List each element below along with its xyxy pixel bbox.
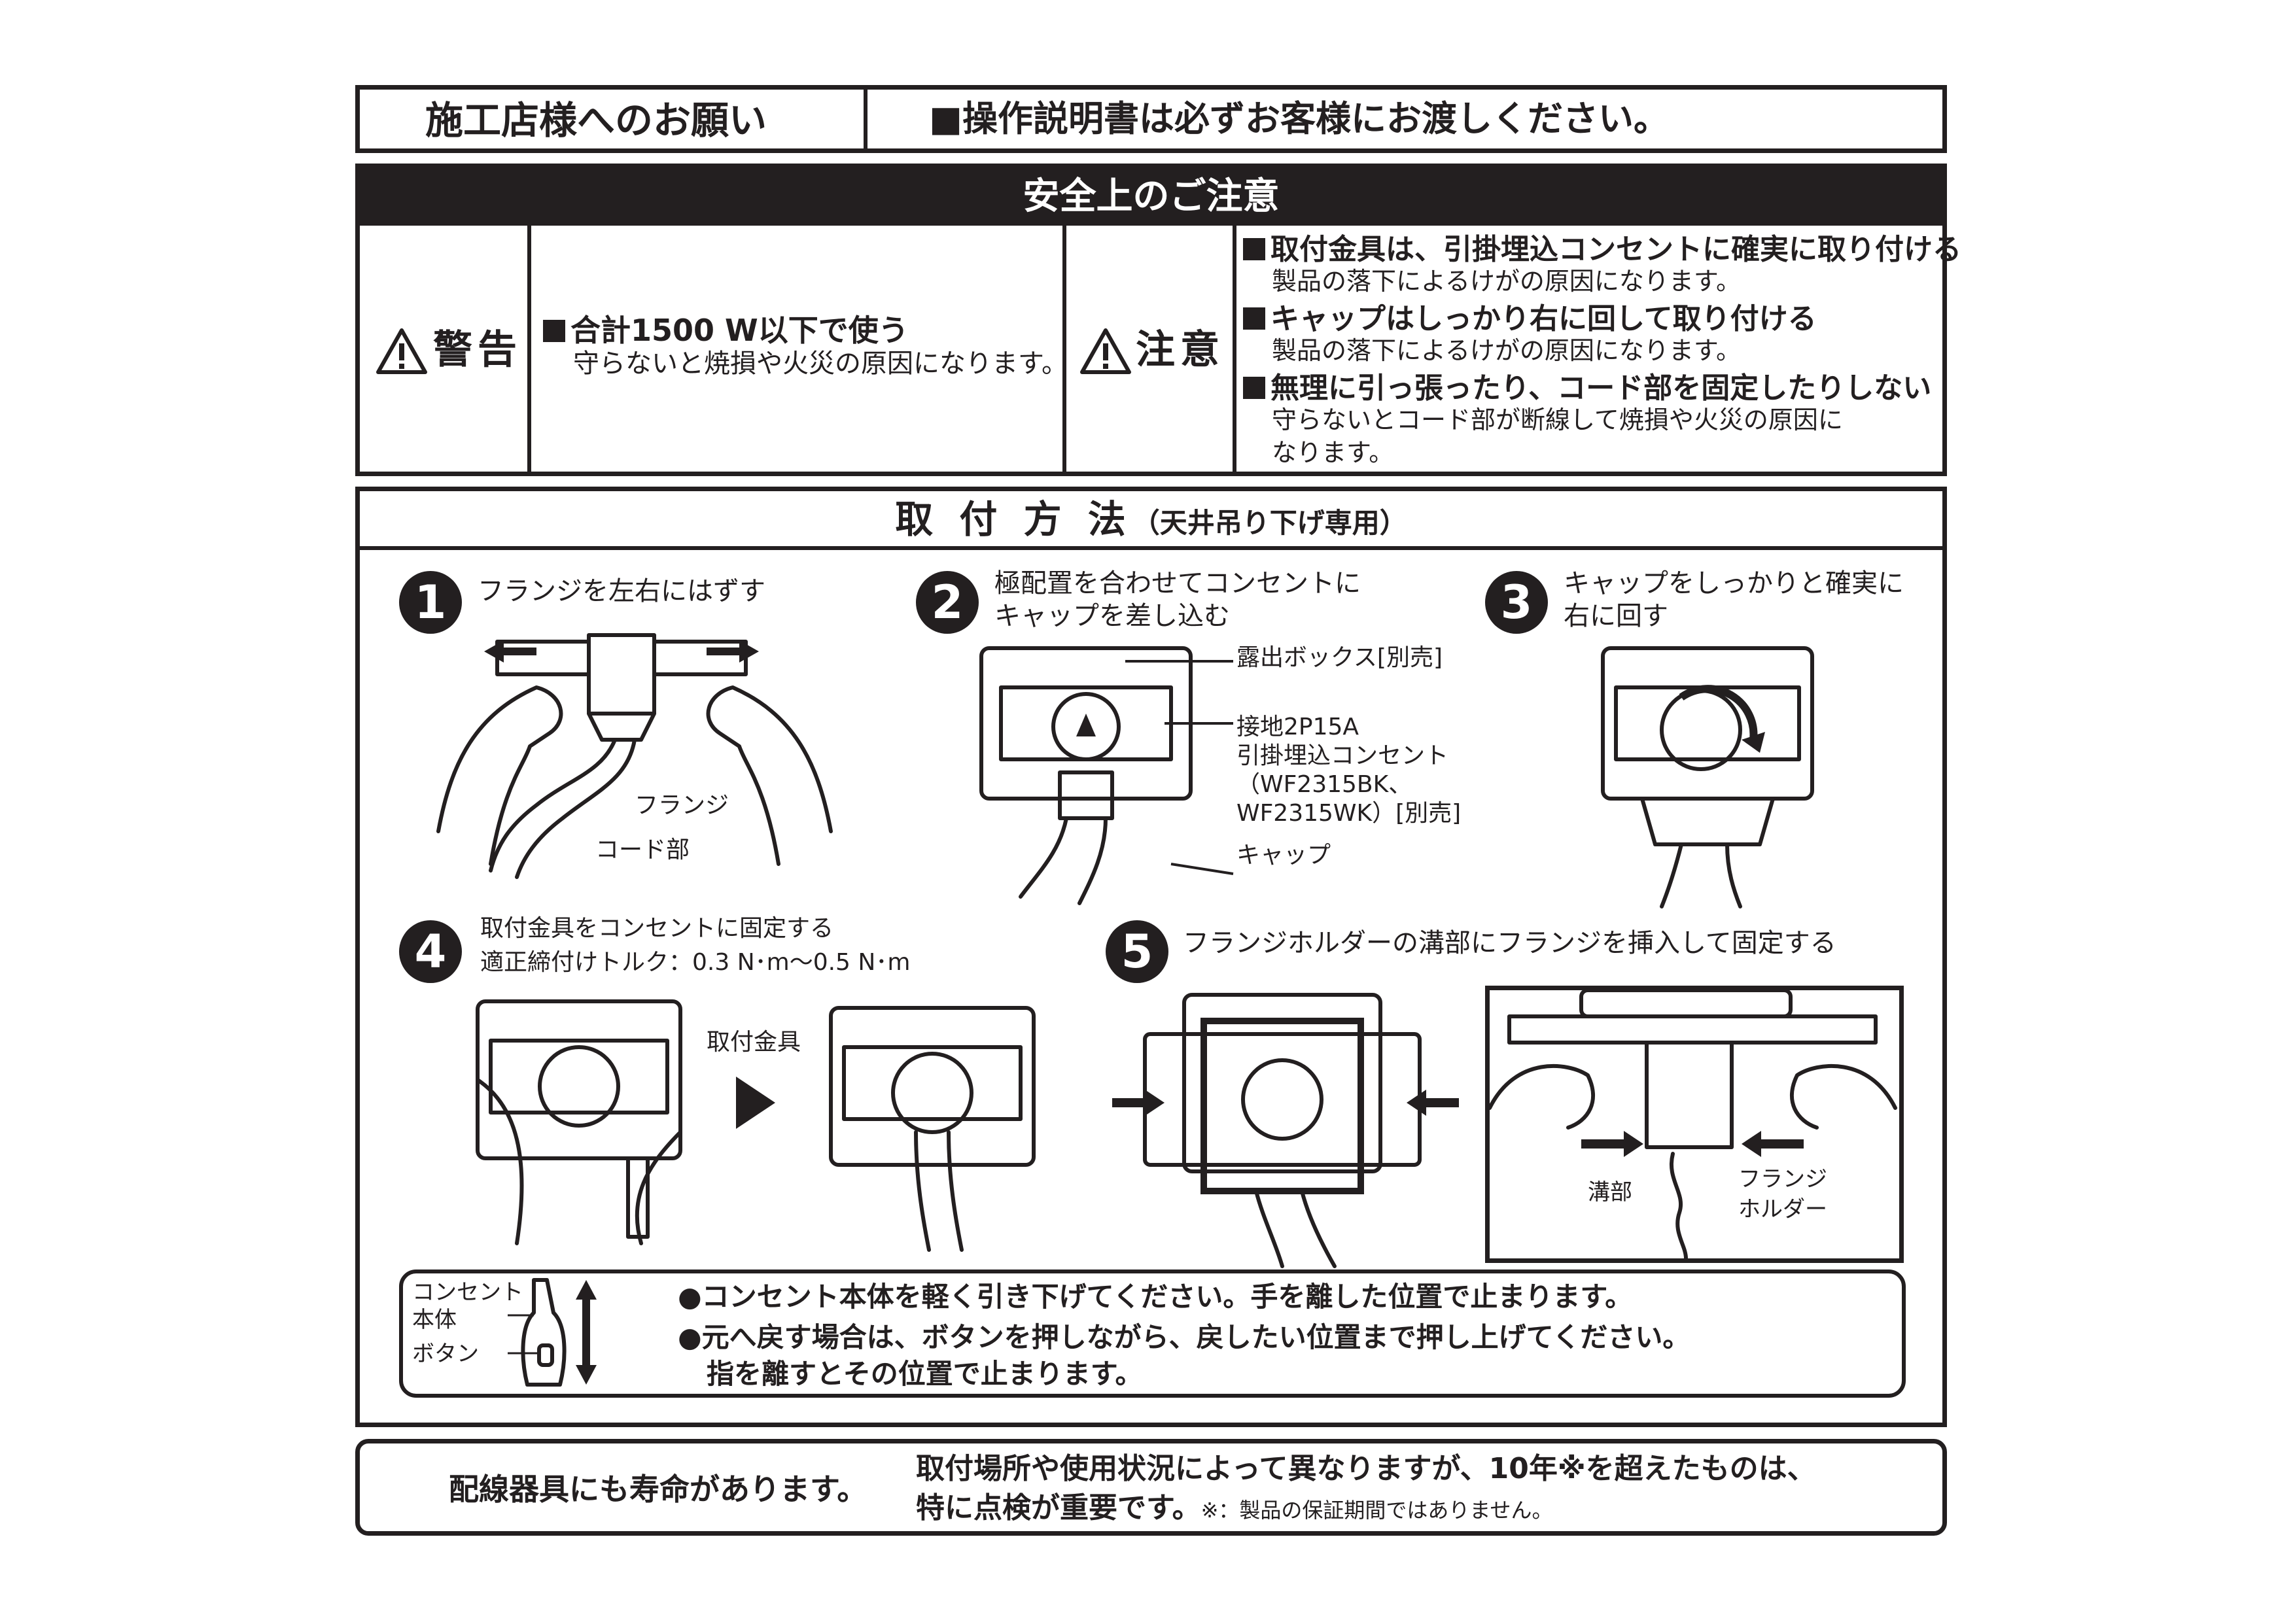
step-number: 1 bbox=[399, 571, 462, 634]
warning-label: 警告 bbox=[433, 327, 522, 373]
label-outlet: WF2315WK）[別売] bbox=[1236, 800, 1462, 827]
step-number: 2 bbox=[916, 571, 979, 634]
lifespan-heading: 配線器具にも寿命があります。 bbox=[449, 1472, 867, 1507]
caution-triangle-icon bbox=[1080, 328, 1131, 374]
safety-header: 安全上のご注意 bbox=[360, 168, 1942, 226]
label-button: ボタン bbox=[412, 1341, 479, 1367]
label-cap: キャップ bbox=[1236, 842, 1331, 869]
label-outlet-body: 本体 bbox=[412, 1307, 457, 1333]
outlet-body-icon bbox=[508, 1278, 597, 1387]
label-flange: フランジ bbox=[635, 792, 729, 819]
lifespan-box: 配線器具にも寿命があります。 取付場所や使用状況によって異なりますが、10年※を… bbox=[355, 1439, 1947, 1536]
notes-box: コンセント 本体 ボタン ●コンセント本体を軽く引き下げてください。手を離した位… bbox=[399, 1270, 1906, 1398]
safety-section: 安全上のご注意 警告 合計1500 W以下で使う 守らないと焼損や火災の原因にな… bbox=[355, 164, 1961, 476]
note-line: ●元へ戻す場合は、ボタンを押しながら、戻したい位置まで押し上げてください。 bbox=[678, 1321, 1691, 1353]
label-box: 露出ボックス[別売] bbox=[1236, 644, 1443, 671]
note-line: 指を離すとその位置で止まります。 bbox=[707, 1358, 1143, 1390]
bullet-square-icon bbox=[543, 320, 565, 342]
step-text: 適正締付けトルク：0.3 N･m～0.5 N･m bbox=[480, 949, 911, 976]
step-text: フランジホルダーの溝部にフランジを挿入して固定する bbox=[1183, 928, 1836, 958]
leader-lines bbox=[1125, 660, 1234, 875]
label-outlet: （WF2315BK、 bbox=[1236, 771, 1412, 798]
request-divider bbox=[864, 90, 867, 148]
divider bbox=[1062, 226, 1066, 472]
warning-title: 合計1500 W以下で使う bbox=[543, 313, 909, 348]
lifespan-text: 特に点検が重要です。※：製品の保証期間ではありません。 bbox=[916, 1491, 1553, 1525]
step-number: 3 bbox=[1485, 571, 1548, 634]
safety-header-title: 安全上のご注意 bbox=[1023, 175, 1280, 218]
step-text: 極配置を合わせてコンセントに bbox=[994, 568, 1361, 598]
install-section: 取 付 方 法（天井吊り下げ専用） 1 フランジを左右にはずす フランジ コード… bbox=[355, 487, 1947, 1427]
label-outlet-body: コンセント bbox=[412, 1279, 523, 1305]
caution-label: 注意 bbox=[1136, 327, 1225, 373]
step-text: キャップをしっかりと確実に bbox=[1564, 568, 1904, 598]
request-text: ■操作説明書は必ずお客様にお渡しください。 bbox=[929, 98, 1670, 139]
label-flange-holder: ホルダー bbox=[1738, 1196, 1827, 1222]
label-outlet: 引掛埋込コンセント bbox=[1236, 742, 1449, 769]
step5-illustration bbox=[1112, 993, 1459, 1268]
step-text: キャップを差し込む bbox=[994, 601, 1230, 631]
step5-detail: 溝部 フランジ ホルダー bbox=[1485, 986, 1904, 1263]
step5-detail-illustration bbox=[1488, 988, 1897, 1260]
step-number: 4 bbox=[399, 920, 462, 983]
step3-illustration bbox=[1601, 646, 1814, 908]
install-header-rule bbox=[360, 546, 1942, 550]
caution-item-title: キャップはしっかり右に回して取り付ける bbox=[1243, 302, 1817, 336]
arrow-right-icon bbox=[736, 1077, 775, 1129]
bullet-square-icon bbox=[1243, 307, 1265, 330]
label-bracket: 取付金具 bbox=[707, 1029, 801, 1056]
bullet-square-icon bbox=[1243, 377, 1265, 399]
lifespan-text: 取付場所や使用状況によって異なりますが、10年※を超えたものは、 bbox=[916, 1452, 1816, 1485]
label-groove: 溝部 bbox=[1588, 1179, 1632, 1205]
label-outlet: 接地2P15A bbox=[1236, 714, 1359, 740]
request-bar: 施工店様へのお願い ■操作説明書は必ずお客様にお渡しください。 bbox=[355, 85, 1947, 153]
caution-item-body: 製品の落下によるけがの原因になります。 bbox=[1272, 267, 1742, 296]
step4-illustration-after bbox=[829, 1006, 1036, 1252]
step-text: フランジを左右にはずす bbox=[478, 576, 765, 606]
step1-illustration bbox=[436, 633, 833, 879]
caution-item-body: 製品の落下によるけがの原因になります。 bbox=[1272, 336, 1742, 365]
label-cord: コード部 bbox=[595, 837, 690, 863]
label-flange-holder: フランジ bbox=[1738, 1166, 1827, 1192]
request-label: 施工店様へのお願い bbox=[425, 98, 767, 143]
warning-triangle-icon bbox=[376, 328, 427, 374]
caution-item-body-cont: なります。 bbox=[1272, 438, 1394, 467]
step-text: 取付金具をコンセントに固定する bbox=[480, 915, 834, 942]
bullet-square-icon bbox=[1243, 238, 1265, 260]
divider bbox=[527, 226, 531, 472]
caution-item-body: 守らないとコード部が断線して焼損や火災の原因に bbox=[1272, 406, 1843, 434]
note-line: ●コンセント本体を軽く引き下げてください。手を離した位置で止まります。 bbox=[678, 1281, 1633, 1313]
warning-body: 守らないと焼損や火災の原因になります。 bbox=[573, 349, 1068, 379]
step-number: 5 bbox=[1106, 920, 1168, 983]
caution-item-title: 無理に引っ張ったり、コード部を固定したりしない bbox=[1243, 371, 1931, 406]
step-text: 右に回す bbox=[1564, 601, 1668, 631]
install-title: 取 付 方 法（天井吊り下げ専用） bbox=[895, 497, 1407, 542]
divider bbox=[1233, 226, 1236, 472]
step4-illustration-before bbox=[476, 999, 682, 1245]
caution-item-title: 取付金具は、引掛埋込コンセントに確実に取り付ける bbox=[1243, 233, 1961, 267]
